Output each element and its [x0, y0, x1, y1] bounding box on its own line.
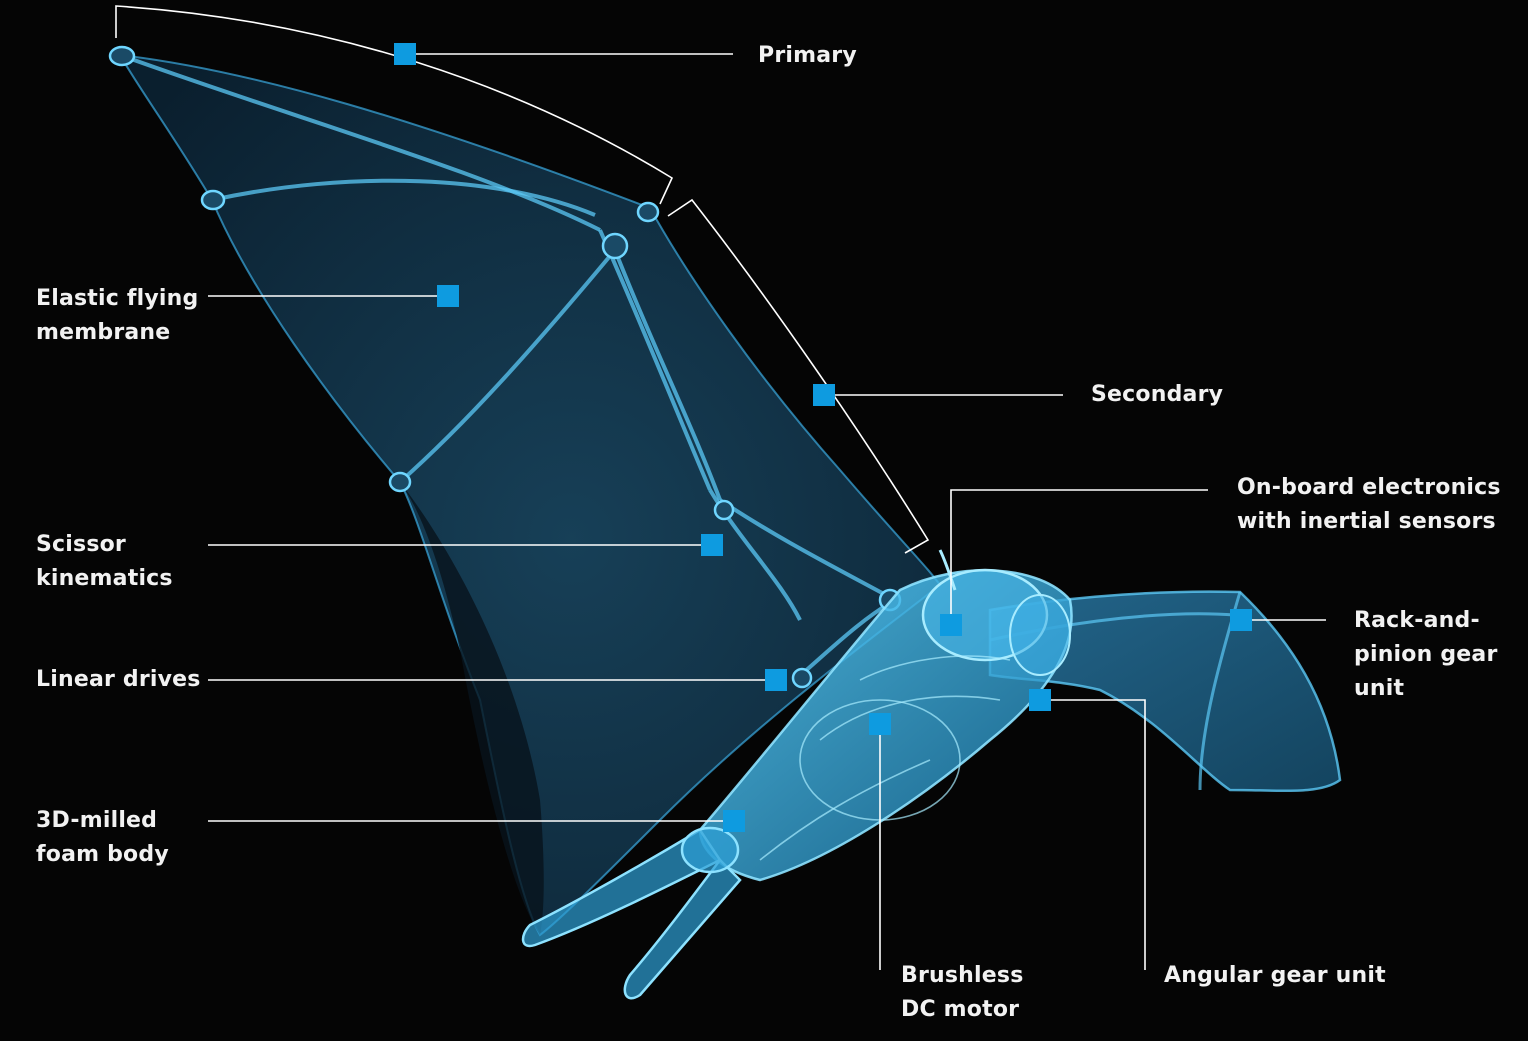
label-foam: 3D-milled foam body [36, 804, 169, 872]
label-motor-line1: Brushless [901, 963, 1024, 988]
label-scissor: Scissor kinematics [36, 528, 173, 596]
label-primary-text: Primary [758, 43, 857, 68]
marker-secondary [813, 384, 835, 406]
label-angular: Angular gear unit [1164, 959, 1386, 993]
label-linear-line1: Linear drives [36, 667, 201, 692]
angular-leader [1040, 699, 1146, 970]
label-electronics: On-board electronics with inertial senso… [1237, 471, 1501, 539]
electronics-leader [950, 489, 1208, 625]
label-rack: Rack-and- pinion gear unit [1354, 604, 1498, 706]
label-membrane: Elastic flying membrane [36, 282, 198, 350]
marker-rack [1230, 609, 1252, 631]
marker-angular [1029, 689, 1051, 711]
marker-primary [394, 43, 416, 65]
label-scissor-line2: kinematics [36, 566, 173, 591]
marker-electronics [940, 614, 962, 636]
label-secondary-text: Secondary [1091, 382, 1224, 407]
label-angular-line1: Angular gear unit [1164, 963, 1386, 988]
label-scissor-line1: Scissor [36, 532, 126, 557]
label-motor-line2: DC motor [901, 997, 1020, 1022]
leader-lines [115, 5, 1326, 970]
marker-linear [765, 669, 787, 691]
label-rack-line3: unit [1354, 676, 1405, 701]
label-electronics-line1: On-board electronics [1237, 475, 1501, 500]
label-membrane-line1: Elastic flying [36, 286, 199, 311]
label-foam-line1: 3D-milled [36, 808, 158, 833]
marker-foam [723, 810, 745, 832]
label-rack-line2: pinion gear [1354, 642, 1498, 667]
bat-legs [521, 826, 742, 1000]
marker-scissor [701, 534, 723, 556]
markers [394, 43, 1252, 832]
label-linear: Linear drives [36, 663, 201, 697]
left-wing-membrane [118, 53, 942, 937]
secondary-bracket [667, 198, 930, 554]
marker-motor [869, 713, 891, 735]
label-membrane-line2: membrane [36, 320, 171, 345]
label-motor: Brushless DC motor [901, 959, 1024, 1027]
label-electronics-line2: with inertial sensors [1237, 509, 1496, 534]
label-primary: Primary [758, 39, 857, 73]
label-rack-line1: Rack-and- [1354, 608, 1480, 633]
label-secondary: Secondary [1091, 378, 1223, 412]
right-wing [988, 590, 1342, 793]
primary-bracket [115, 5, 674, 205]
label-foam-line2: foam body [36, 842, 169, 867]
marker-membrane [437, 285, 459, 307]
